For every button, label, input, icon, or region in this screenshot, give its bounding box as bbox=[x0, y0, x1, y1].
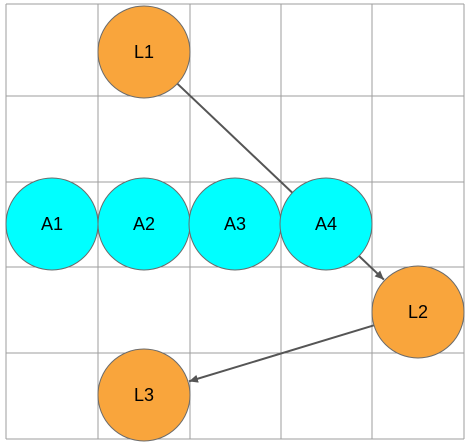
node-l1: L1 bbox=[97, 5, 191, 99]
node-label-a1: A1 bbox=[41, 214, 63, 234]
node-label-l3: L3 bbox=[134, 385, 154, 405]
node-label-l1: L1 bbox=[134, 42, 154, 62]
node-a2: A2 bbox=[97, 177, 191, 271]
node-label-a4: A4 bbox=[315, 214, 337, 234]
node-a3: A3 bbox=[188, 177, 282, 271]
node-label-a2: A2 bbox=[133, 214, 155, 234]
node-l2: L2 bbox=[371, 265, 465, 359]
node-circle-l3 bbox=[97, 348, 191, 442]
node-circle-l2 bbox=[371, 265, 465, 359]
node-circle-a4 bbox=[279, 177, 373, 271]
node-a4: A4 bbox=[279, 177, 373, 271]
node-label-l2: L2 bbox=[408, 302, 428, 322]
node-label-a3: A3 bbox=[224, 214, 246, 234]
edge-l2-to-l3 bbox=[188, 324, 375, 383]
node-l3: L3 bbox=[97, 348, 191, 442]
node-circle-l1 bbox=[97, 5, 191, 99]
node-a1: A1 bbox=[5, 177, 99, 271]
